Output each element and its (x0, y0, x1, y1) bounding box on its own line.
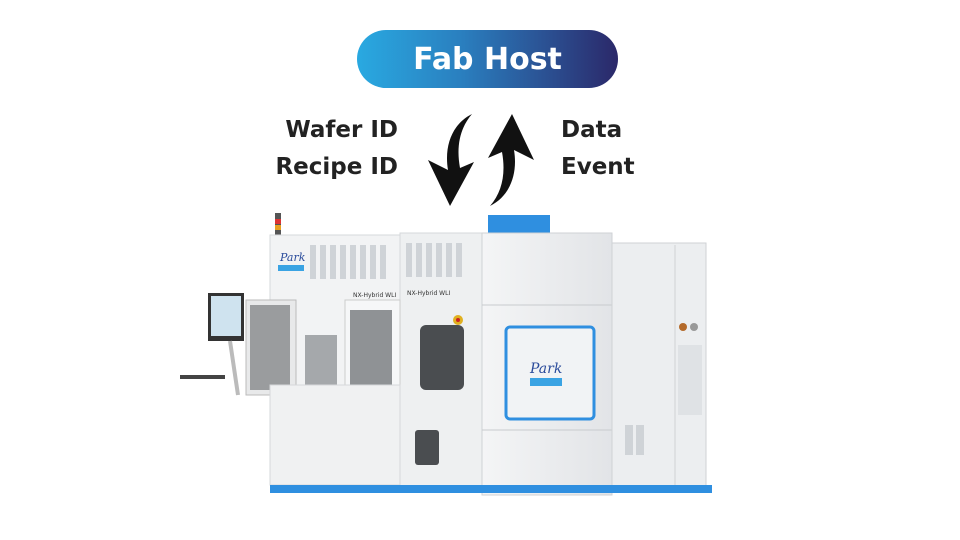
recipe-id-label: Recipe ID (275, 154, 398, 180)
nx-hybrid-wli-tool-image: Park NX-Hybrid WLI NX-Hybrid WLI Park (180, 213, 712, 496)
wafer-id-label: Wafer ID (285, 117, 398, 143)
svg-text:NX-Hybrid WLI: NX-Hybrid WLI (407, 290, 450, 297)
fab-host-badge: Fab Host (357, 30, 618, 88)
svg-text:Park: Park (529, 361, 562, 377)
curved-arrow-down-icon (428, 114, 474, 206)
fab-host-label: Fab Host (413, 41, 562, 77)
to-tool-labels: Wafer ID Recipe ID (275, 112, 398, 186)
curved-arrow-up-icon (488, 114, 534, 206)
from-tool-labels: Data Event (561, 112, 635, 186)
svg-text:Park: Park (279, 251, 306, 264)
data-label: Data (561, 117, 623, 143)
event-label: Event (561, 154, 635, 180)
svg-text:NX-Hybrid WLI: NX-Hybrid WLI (353, 292, 396, 299)
